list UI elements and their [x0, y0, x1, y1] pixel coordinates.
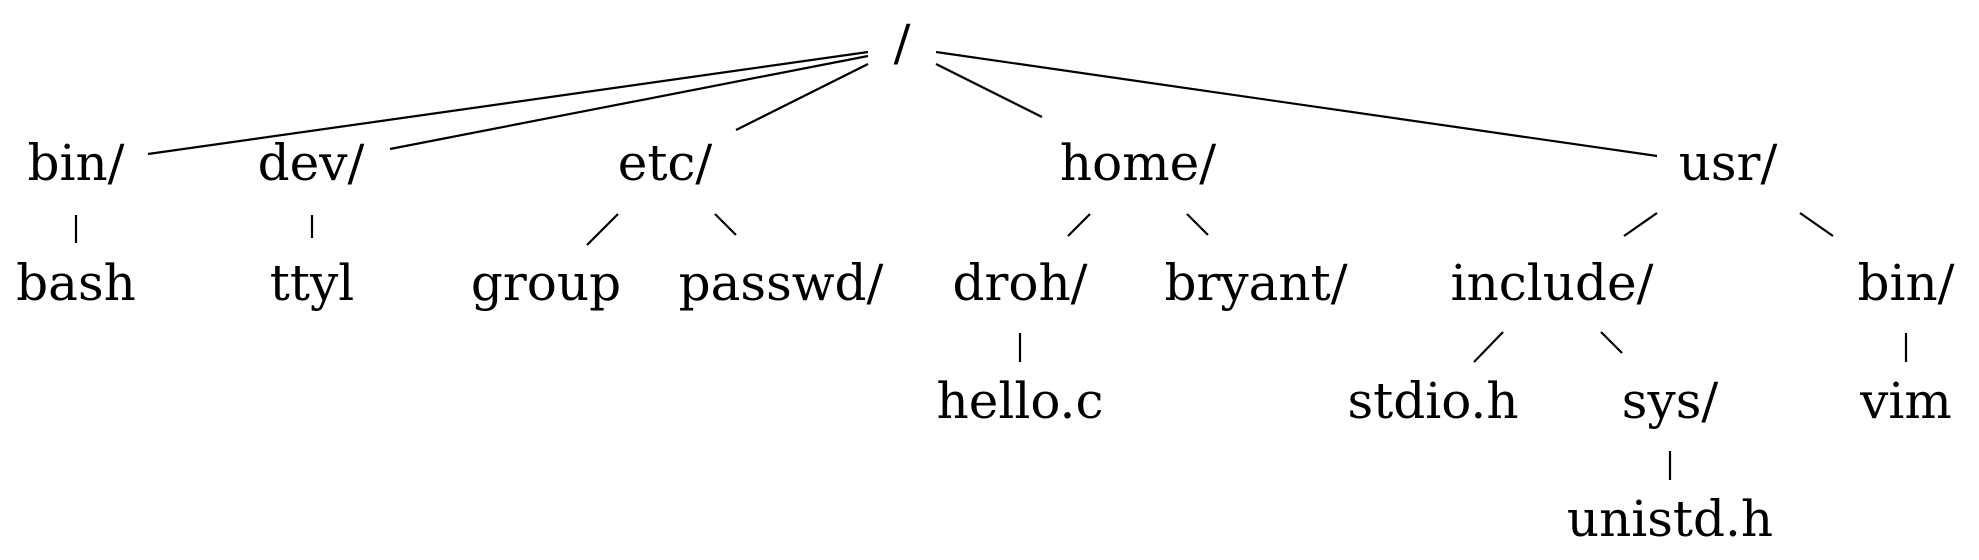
- node-ttyl: ttyl: [270, 254, 354, 312]
- edge-root-usr: [935, 50, 1658, 158]
- edge-home-bryant: [1186, 213, 1209, 236]
- node-dev: dev/: [258, 134, 365, 192]
- edge-etc-group: [586, 213, 619, 246]
- node-bryant: bryant/: [1164, 254, 1347, 312]
- node-usr: usr/: [1679, 134, 1778, 192]
- node-stdioh: stdio.h: [1347, 372, 1518, 430]
- node-helloc: hello.c: [937, 372, 1104, 430]
- node-passwd: passwd/: [679, 254, 884, 312]
- tree-nodes: / bin/ dev/ etc/ home/ usr/ bash ttyl gr…: [16, 14, 1955, 548]
- node-include: include/: [1451, 254, 1654, 312]
- node-sys: sys/: [1622, 372, 1719, 430]
- node-usrbin: bin/: [1857, 254, 1954, 312]
- node-etc: etc/: [618, 134, 713, 192]
- node-bin: bin/: [27, 134, 124, 192]
- tree-edges: [74, 50, 1908, 480]
- edge-root-dev: [389, 54, 869, 151]
- node-home: home/: [1060, 134, 1216, 192]
- edge-etc-passwd: [714, 213, 737, 236]
- node-root: /: [894, 14, 911, 72]
- node-droh: droh/: [952, 254, 1087, 312]
- node-vim: vim: [1859, 372, 1952, 430]
- node-bash: bash: [16, 254, 136, 312]
- node-unistdh: unistd.h: [1567, 490, 1773, 548]
- edge-usr-usrbin: [1799, 212, 1834, 237]
- edge-root-etc: [735, 63, 869, 131]
- node-group: group: [471, 254, 621, 312]
- edge-usr-include: [1623, 212, 1658, 237]
- edge-home-droh: [1067, 213, 1091, 237]
- edge-include-sys: [1600, 331, 1623, 354]
- edge-include-stdioh: [1473, 331, 1504, 363]
- edge-root-home: [935, 63, 1043, 118]
- edge-root-bin: [147, 50, 869, 156]
